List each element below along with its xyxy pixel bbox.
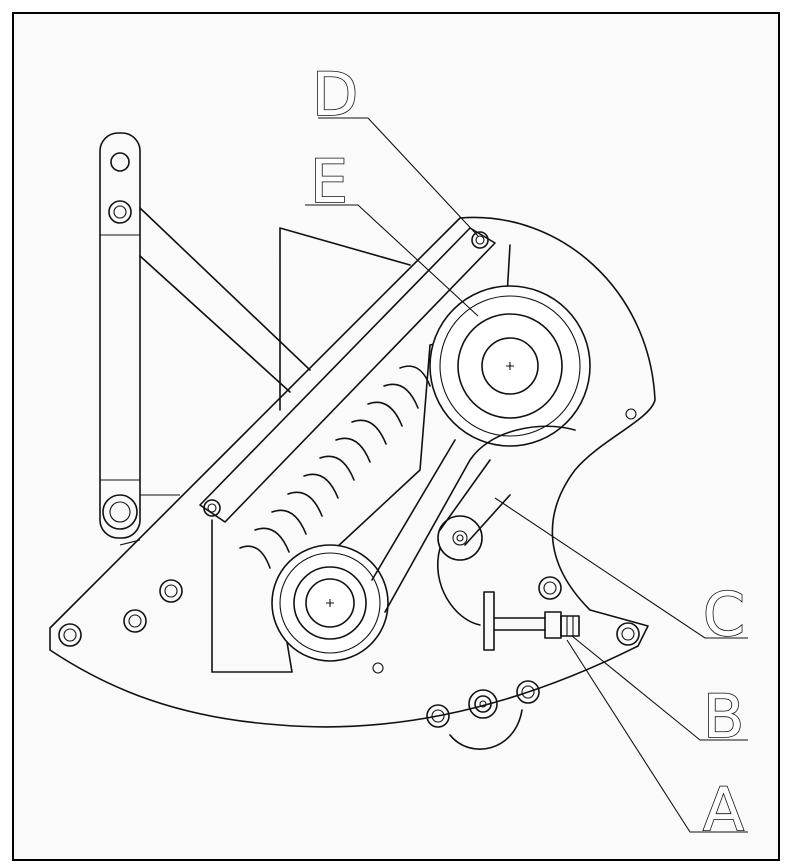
tension-arc bbox=[437, 547, 481, 626]
bottom-pivot-lug bbox=[449, 689, 523, 750]
label-c: C bbox=[703, 580, 745, 650]
rail-bolt-lower bbox=[203, 499, 221, 517]
label-d: D bbox=[312, 60, 358, 130]
sector-plate bbox=[49, 216, 656, 728]
diagonal-strut bbox=[139, 207, 311, 393]
label-a: A bbox=[703, 775, 744, 845]
label-b: B bbox=[703, 682, 744, 752]
upper-gear bbox=[429, 285, 591, 447]
rail-bolt-upper bbox=[471, 231, 489, 249]
pivot-bolt-lower bbox=[102, 494, 138, 530]
lower-gear bbox=[271, 544, 389, 662]
pivot-bolt-upper bbox=[108, 200, 132, 224]
triangular-bracket bbox=[279, 227, 411, 411]
label-e: E bbox=[310, 147, 348, 217]
tension-roller bbox=[437, 515, 483, 561]
pivot-hole-top bbox=[110, 152, 130, 172]
vertical-link-bar bbox=[99, 132, 141, 539]
connecting-arm bbox=[371, 425, 576, 613]
adjusting-screw bbox=[483, 591, 580, 651]
sector-bolts bbox=[58, 408, 640, 728]
leader-lines bbox=[305, 117, 748, 833]
diagonal-rail bbox=[199, 227, 496, 523]
